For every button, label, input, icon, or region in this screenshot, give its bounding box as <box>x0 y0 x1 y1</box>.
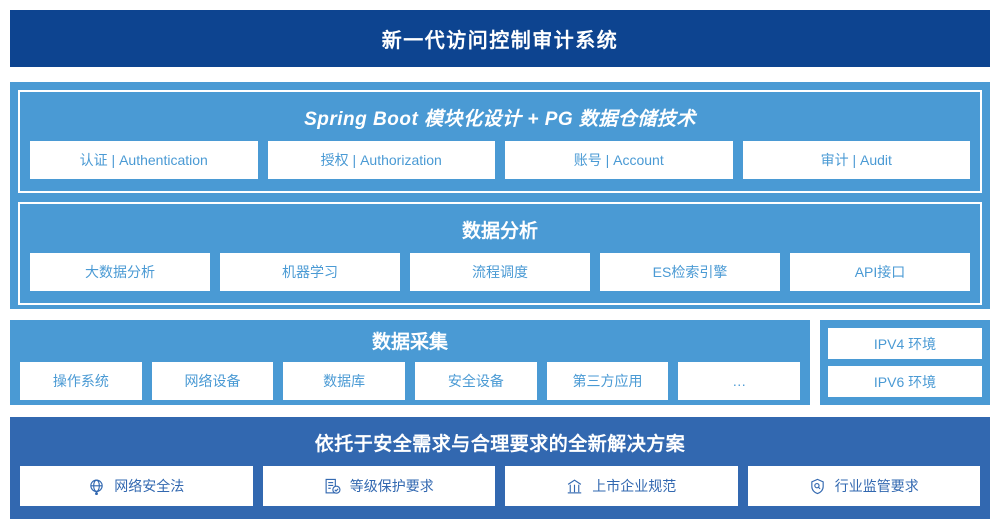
chip-audit[interactable]: 审计 | Audit <box>742 141 970 179</box>
card-title-data-collection: 数据采集 <box>371 332 448 353</box>
chip-listed-enterprise-standard[interactable]: 上市企业规范 <box>505 466 738 506</box>
document-check-icon <box>324 478 341 495</box>
chip-cybersecurity-law[interactable]: 网络安全法 <box>20 466 253 506</box>
chip-label: 等级保护要求 <box>349 478 434 494</box>
compliance-title: 依托于安全需求与合理要求的全新解决方案 <box>314 434 686 455</box>
chip-row-data-collection: 操作系统 网络设备 数据库 安全设备 第三方应用 … <box>20 362 801 400</box>
chip-third-party-app[interactable]: 第三方应用 <box>546 362 669 400</box>
chip-account[interactable]: 账号 | Account <box>505 141 733 179</box>
chip-operating-system[interactable]: 操作系统 <box>20 362 142 400</box>
bank-icon <box>566 478 583 495</box>
chip-ipv6-environment[interactable]: IPV6 环境 <box>828 366 982 397</box>
chip-row-spring-boot: 认证 | Authentication 授权 | Authorization 账… <box>30 141 970 179</box>
card-spring-boot: Spring Boot 模块化设计 + PG 数据仓储技术 认证 | Authe… <box>18 90 982 193</box>
chip-es-search-engine[interactable]: ES检索引擎 <box>600 253 780 291</box>
chip-network-device[interactable]: 网络设备 <box>151 362 274 400</box>
chip-ipv4-environment[interactable]: IPV4 环境 <box>828 328 982 359</box>
chip-label: 上市企业规范 <box>592 478 677 494</box>
chip-label: 网络安全法 <box>114 478 185 494</box>
data-collection-region: 数据采集 操作系统 网络设备 数据库 安全设备 第三方应用 … IPV4 环境 … <box>10 320 990 405</box>
chip-row-data-analysis: 大数据分析 机器学习 流程调度 ES检索引擎 API接口 <box>30 253 970 291</box>
chip-authentication[interactable]: 认证 | Authentication <box>30 141 258 179</box>
environment-panel: IPV4 环境 IPV6 环境 <box>820 320 990 405</box>
chip-big-data-analysis[interactable]: 大数据分析 <box>30 253 210 291</box>
chip-machine-learning[interactable]: 机器学习 <box>220 253 400 291</box>
globe-icon <box>88 478 105 495</box>
card-title-data-analysis: 数据分析 <box>461 221 538 242</box>
shield-search-icon <box>809 478 826 495</box>
chip-api-interface[interactable]: API接口 <box>790 253 970 291</box>
page-title: 新一代访问控制审计系统 <box>381 30 619 52</box>
chip-industry-regulation[interactable]: 行业监管要求 <box>747 466 980 506</box>
chip-label: 行业监管要求 <box>834 478 919 494</box>
page-header: 新一代访问控制审计系统 <box>10 10 990 67</box>
chip-classified-protection[interactable]: 等级保护要求 <box>262 466 495 506</box>
card-data-collection: 数据采集 操作系统 网络设备 数据库 安全设备 第三方应用 … <box>10 320 810 405</box>
compliance-region: 依托于安全需求与合理要求的全新解决方案 网络安全法 <box>10 417 990 519</box>
chip-security-device[interactable]: 安全设备 <box>415 362 537 400</box>
chip-authorization[interactable]: 授权 | Authorization <box>267 141 495 179</box>
chip-more-ellipsis[interactable]: … <box>678 362 801 400</box>
compliance-row: 网络安全法 等级保护要求 <box>20 466 980 506</box>
platform-region: Spring Boot 模块化设计 + PG 数据仓储技术 认证 | Authe… <box>10 82 990 309</box>
card-data-analysis: 数据分析 大数据分析 机器学习 流程调度 ES检索引擎 API接口 <box>18 202 982 305</box>
card-title-spring-boot: Spring Boot 模块化设计 + PG 数据仓储技术 <box>304 109 696 130</box>
chip-process-scheduling[interactable]: 流程调度 <box>410 253 590 291</box>
chip-database[interactable]: 数据库 <box>283 362 406 400</box>
